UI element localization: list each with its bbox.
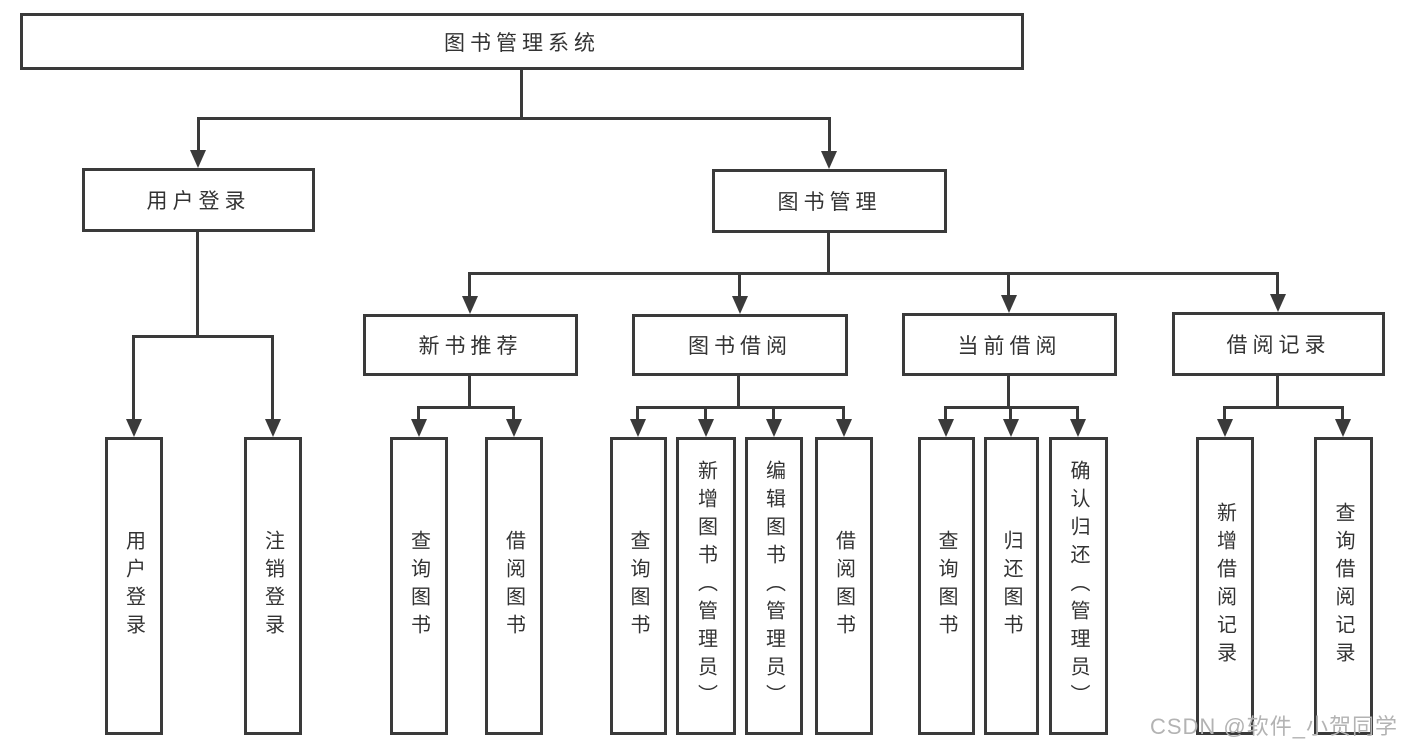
csdn-watermark: CSDN @软件_小贺同学	[1149, 714, 1398, 739]
leaf-user-login: 用户登录	[105, 437, 163, 735]
leaf-current-return-label: 归还图书	[1000, 530, 1022, 642]
connector-drop	[1276, 272, 1279, 299]
leaf-borrow-borrow: 借阅图书	[815, 437, 873, 735]
node-root-label: 图书管理系统	[444, 31, 600, 55]
arrow-down-icon	[630, 419, 646, 437]
node-current-borrow-label: 当前借阅	[957, 334, 1062, 358]
arrow-down-icon	[766, 419, 782, 437]
leaf-borrow-borrow-label: 借阅图书	[832, 530, 855, 642]
connector-drop	[944, 406, 947, 423]
arrow-down-icon	[698, 419, 714, 437]
leaf-borrow-add-admin-label: 新增图书（管理员）	[694, 460, 717, 712]
connector-book-borrow-bar	[636, 406, 845, 409]
connector-drop-book-mgmt	[828, 117, 831, 155]
connector-new-book-stub	[468, 376, 471, 408]
node-new-book: 新书推荐	[363, 314, 578, 376]
connector-drop	[772, 406, 775, 423]
leaf-logout: 注销登录	[244, 437, 302, 735]
connector-book-mgmt-stub	[827, 233, 830, 275]
arrow-down-icon	[1003, 419, 1019, 437]
connector-l3-bar	[468, 272, 1279, 275]
connector-drop	[1076, 406, 1079, 423]
node-book-borrow-label: 图书借阅	[688, 335, 792, 358]
leaf-user-login-label: 用户登录	[122, 530, 145, 642]
node-borrow-record: 借阅记录	[1172, 312, 1385, 376]
node-current-borrow: 当前借阅	[902, 313, 1117, 376]
arrow-down-icon	[1270, 294, 1286, 312]
leaf-current-return: 归还图书	[984, 437, 1039, 735]
leaf-newbook-query-label: 查询图书	[407, 530, 430, 642]
connector-drop	[704, 406, 707, 423]
connector-drop	[738, 272, 741, 300]
node-book-mgmt-label: 图书管理	[777, 191, 882, 214]
connector-drop	[132, 335, 135, 423]
arrow-down-icon	[938, 419, 954, 437]
connector-current-borrow-stub	[1007, 376, 1010, 408]
leaf-record-add: 新增借阅记录	[1196, 437, 1254, 735]
connector-drop	[636, 406, 639, 423]
node-new-book-label: 新书推荐	[418, 335, 523, 358]
arrow-down-icon	[836, 419, 852, 437]
arrow-down-icon	[1217, 419, 1233, 437]
connector-drop	[1223, 406, 1226, 423]
connector-borrow-record-bar	[1223, 406, 1344, 409]
arrow-down-icon	[126, 419, 142, 437]
node-user-login: 用户登录	[82, 168, 315, 232]
connector-l2-bar	[197, 117, 831, 120]
leaf-record-add-label: 新增借阅记录	[1213, 502, 1236, 670]
connector-root-stub	[520, 69, 523, 120]
arrow-down-icon	[1070, 419, 1086, 437]
connector-drop	[1341, 406, 1344, 423]
leaf-record-query: 查询借阅记录	[1314, 437, 1373, 735]
leaf-newbook-borrow-label: 借阅图书	[502, 530, 525, 642]
leaf-current-confirm-admin: 确认归还（管理员）	[1049, 437, 1108, 735]
connector-book-borrow-stub	[737, 376, 740, 408]
arrow-down-icon	[411, 419, 427, 437]
connector-drop	[842, 406, 845, 423]
connector-user-login-bar	[132, 335, 274, 338]
arrow-down-icon	[265, 419, 281, 437]
arrow-down-icon	[821, 151, 837, 169]
leaf-newbook-query: 查询图书	[390, 437, 448, 735]
leaf-logout-label: 注销登录	[261, 530, 284, 642]
connector-drop	[271, 335, 274, 423]
connector-user-login-stub	[196, 232, 199, 337]
connector-drop	[468, 272, 471, 300]
connector-drop	[1009, 406, 1012, 423]
connector-new-book-bar	[417, 406, 515, 409]
node-borrow-record-label: 借阅记录	[1226, 334, 1331, 357]
leaf-borrow-edit-admin-label: 编辑图书（管理员）	[762, 460, 785, 712]
arrow-down-icon	[732, 296, 748, 314]
leaf-borrow-query-label: 查询图书	[627, 530, 649, 642]
connector-drop	[1007, 272, 1010, 300]
leaf-borrow-query: 查询图书	[610, 437, 667, 735]
leaf-current-confirm-admin-label: 确认归还（管理员）	[1067, 460, 1089, 712]
connector-drop	[512, 406, 515, 423]
arrow-down-icon	[1335, 419, 1351, 437]
connector-drop	[417, 406, 420, 423]
node-root: 图书管理系统	[20, 13, 1024, 70]
node-book-mgmt: 图书管理	[712, 169, 947, 233]
node-user-login-label: 用户登录	[146, 190, 251, 213]
connector-borrow-record-stub	[1276, 376, 1279, 408]
leaf-record-query-label: 查询借阅记录	[1332, 502, 1354, 670]
node-book-borrow: 图书借阅	[632, 314, 848, 376]
leaf-borrow-add-admin: 新增图书（管理员）	[676, 437, 736, 735]
connector-drop-user-login	[197, 117, 200, 154]
leaf-newbook-borrow: 借阅图书	[485, 437, 543, 735]
arrow-down-icon	[190, 150, 206, 168]
arrow-down-icon	[506, 419, 522, 437]
leaf-current-query: 查询图书	[918, 437, 975, 735]
arrow-down-icon	[1001, 295, 1017, 313]
leaf-current-query-label: 查询图书	[935, 530, 957, 642]
leaf-borrow-edit-admin: 编辑图书（管理员）	[745, 437, 803, 735]
arrow-down-icon	[462, 296, 478, 314]
